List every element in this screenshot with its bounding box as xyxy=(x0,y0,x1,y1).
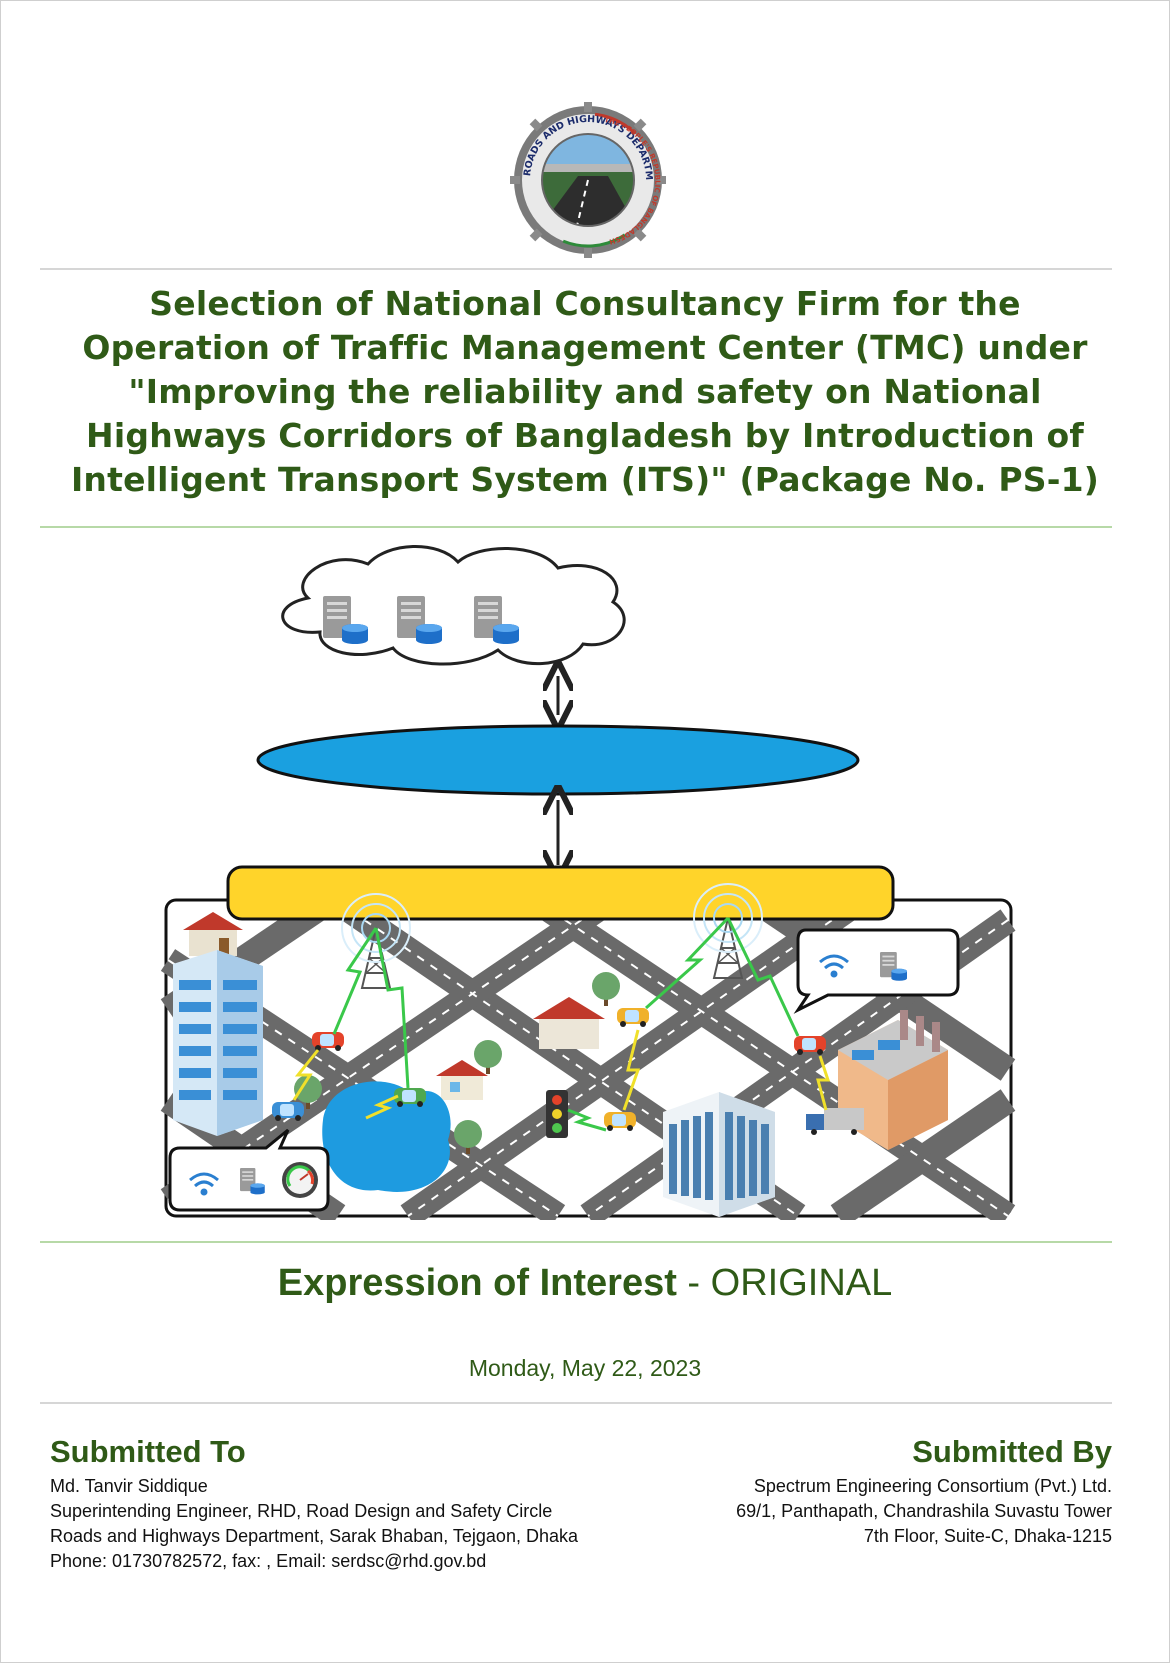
speedometer-icon xyxy=(282,1162,318,1198)
divider-illustration xyxy=(40,1241,1112,1243)
title-line-1: Selection of National Consultancy Firm f… xyxy=(149,284,1021,323)
divider-top xyxy=(40,268,1112,270)
submitted-by-heading: Submitted By xyxy=(912,1434,1112,1469)
control-bar xyxy=(226,865,895,921)
title-line-5: Intelligent Transport System (ITS)" (Pac… xyxy=(70,460,1100,499)
lake xyxy=(322,1081,451,1192)
expression-of-interest-heading: Expression of Interest - ORIGINAL xyxy=(0,1262,1170,1305)
callout-bubble xyxy=(793,928,960,1014)
submission-date: Monday, May 22, 2023 xyxy=(468,1355,702,1381)
title-line-2: Operation of Traffic Management Center (… xyxy=(82,328,1088,367)
divider-bottom xyxy=(40,1402,1112,1404)
network-ellipse xyxy=(256,724,860,796)
submitted-to-line: Roads and Highways Department, Sarak Bha… xyxy=(50,1526,578,1546)
wifi-icon xyxy=(189,1172,219,1196)
rhd-logo: ROADS AND HIGHWAYS DEPARTMENT THE PEOPLE… xyxy=(508,100,666,258)
cloud-icon xyxy=(281,545,626,666)
divider-title xyxy=(40,526,1112,528)
submitted-by-line: 69/1, Panthapath, Chandrashila Suvastu T… xyxy=(736,1501,1112,1521)
submitted-by-line: 7th Floor, Suite-C, Dhaka-1215 xyxy=(863,1526,1112,1546)
office-building-icon xyxy=(663,1092,775,1217)
document-title: Selection of National Consultancy Firm f… xyxy=(40,282,1130,502)
truck-icon xyxy=(806,1108,864,1135)
eoi-bold: Expression of Interest xyxy=(277,1262,677,1304)
house-icon xyxy=(436,1060,488,1100)
submitted-by-details: Spectrum Engineering Consortium (Pvt.) L… xyxy=(736,1474,1112,1549)
office-building-icon xyxy=(173,950,263,1136)
submitted-to-line: Md. Tanvir Siddique xyxy=(50,1476,208,1496)
eoi-status: - ORIGINAL xyxy=(676,1262,893,1304)
submitted-to-details: Md. Tanvir Siddique Superintending Engin… xyxy=(50,1474,578,1574)
submitted-to-line: Superintending Engineer, RHD, Road Desig… xyxy=(50,1501,553,1521)
traffic-light-icon xyxy=(546,1090,568,1138)
house-icon xyxy=(533,997,605,1049)
submitted-to-heading: Submitted To xyxy=(50,1434,246,1469)
title-line-3: "Improving the reliability and safety on… xyxy=(128,372,1042,411)
wifi-icon xyxy=(819,954,849,978)
callout-bubble xyxy=(168,1128,330,1212)
submitted-by-line: Spectrum Engineering Consortium (Pvt.) L… xyxy=(753,1476,1112,1496)
submitted-to-line: Phone: 01730782572, fax: , Email: serdsc… xyxy=(50,1551,487,1571)
house-icon xyxy=(183,912,243,956)
its-illustration xyxy=(160,545,1016,1220)
title-line-4: Highways Corridors of Bangladesh by Intr… xyxy=(86,416,1084,455)
factory-icon xyxy=(838,1010,948,1150)
lightning-icon xyxy=(292,916,831,1132)
